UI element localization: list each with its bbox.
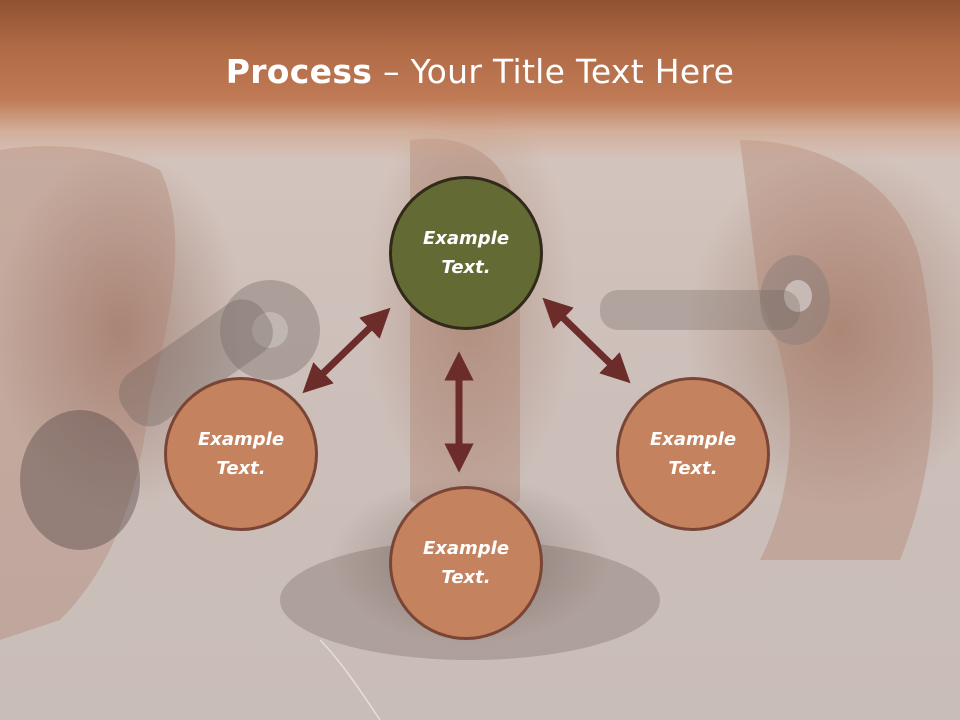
node-top-line1: Example [422,228,510,249]
process-node-top[interactable]: Example Text. [389,176,543,330]
node-top-line2: Text. [441,257,491,278]
process-node-bottom[interactable]: Example Text. [389,486,543,640]
node-right-text: Example Text. [643,425,743,483]
node-left-text: Example Text. [191,425,291,483]
slide-title[interactable]: Process – Your Title Text Here [0,52,960,91]
node-bottom-line1: Example [422,538,510,559]
header-band [0,0,960,160]
node-top-text: Example Text. [416,224,516,282]
node-bottom-line2: Text. [441,567,491,588]
node-bottom-text: Example Text. [416,534,516,592]
node-left-line2: Text. [216,458,266,479]
node-left-line1: Example [197,429,285,450]
process-node-left[interactable]: Example Text. [164,377,318,531]
title-rest-part: – Your Title Text Here [372,52,735,91]
process-node-right[interactable]: Example Text. [616,377,770,531]
node-right-line1: Example [649,429,737,450]
title-bold-part: Process [225,52,373,91]
node-right-line2: Text. [668,458,718,479]
